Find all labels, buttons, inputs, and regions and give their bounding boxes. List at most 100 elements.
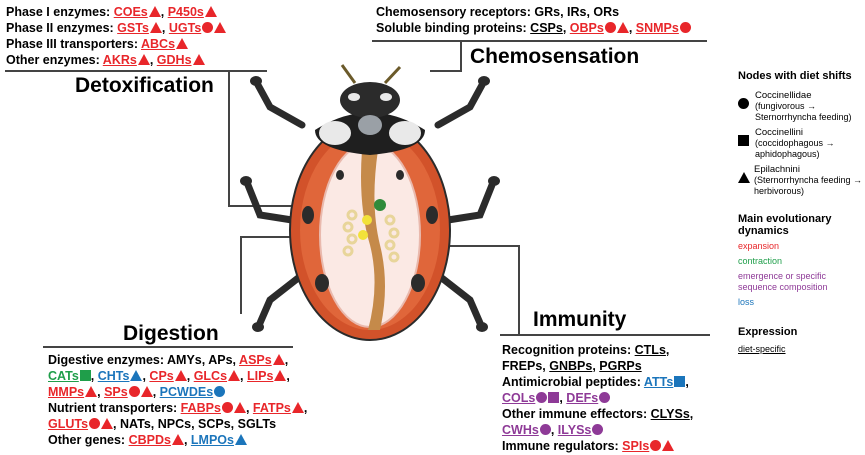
legend-emergence: emergence or specific sequence compositi… (738, 271, 828, 292)
glcs: GLCs (193, 369, 228, 383)
n1-name: Coccinellidae (755, 90, 812, 101)
triangle-icon (148, 6, 161, 17)
circle-icon (214, 386, 226, 397)
receptors-line: Chemosensory receptors: GRs, IRs, ORs (376, 5, 620, 19)
phase3-line: Phase III transporters: ABCs (6, 36, 226, 52)
fabps: FABPs (180, 401, 221, 415)
enzymes-label: Digestive enzymes: AMYs, APs, (48, 353, 240, 367)
phase1-label: Phase I enzymes: (6, 5, 114, 19)
cps: CPs (149, 369, 174, 383)
p450s: P450s (167, 5, 204, 19)
circle-icon (539, 424, 551, 435)
other-enzymes-label: Other enzymes: (6, 53, 103, 67)
sps: SPs (104, 385, 128, 399)
legend-nodes-title: Nodes with diet shifts (738, 70, 852, 82)
triangle-icon (140, 386, 153, 397)
triangle-icon (101, 418, 114, 429)
legend-contraction: contraction (738, 256, 783, 266)
regulators-label: Immune regulators: (502, 439, 623, 453)
triangle-icon (204, 6, 217, 17)
clyss: CLYSs (650, 407, 690, 421)
triangle-icon (233, 402, 246, 413)
square-icon (674, 376, 686, 387)
detox-text: Phase I enzymes: COEs, P450s Phase II en… (6, 4, 227, 68)
fatps: FATPs (252, 401, 291, 415)
chts: CHTs (97, 369, 130, 383)
n2-name: Coccinellini (755, 127, 804, 138)
legend-diet-specific: diet-specific (738, 344, 786, 354)
triangle-icon (192, 54, 205, 65)
triangle-icon (228, 370, 241, 381)
immunity-title: Immunity (533, 308, 627, 331)
transporters-label: Nutrient transporters: (48, 401, 181, 415)
phase1-line: Phase I enzymes: COEs, P450s (6, 4, 226, 20)
cbpds: CBPDs (128, 433, 171, 447)
cats: CATs (48, 369, 79, 383)
square-icon (548, 392, 560, 403)
digestion-title: Digestion (123, 322, 219, 345)
phase2-line: Phase II enzymes: GSTs, UGTs (6, 20, 227, 36)
n3-desc: (Sternorrhyncha feeding → herbivorous) (754, 175, 863, 196)
circle-icon (679, 22, 691, 33)
circle-icon (738, 98, 749, 109)
sbp-label: Soluble binding proteins: (376, 21, 531, 35)
triangle-icon (272, 354, 285, 365)
pgrps: PGRPs (599, 359, 642, 373)
n2-desc: (coccidophagous → aphidophagous) (755, 138, 835, 159)
legend-dyn-title: Main evolutionary dynamics (738, 213, 832, 237)
atts: ATTs (643, 375, 674, 389)
legend: Nodes with diet shifts Coccinellidae(fun… (738, 70, 863, 355)
ugts: UGTs (168, 21, 202, 35)
triangle-icon (174, 370, 187, 381)
triangle-icon (274, 370, 287, 381)
circle-icon (536, 392, 548, 403)
mmps: MMPs (48, 385, 85, 399)
chemo-title: Chemosensation (470, 45, 640, 68)
triangle-icon (291, 402, 304, 413)
phase2-label: Phase II enzymes: (6, 21, 118, 35)
effectors-label: Other immune effectors: (502, 407, 651, 421)
gsts: GSTs (117, 21, 149, 35)
transporters-rest: NATs, NPCs, SCPs, SGLTs (120, 417, 277, 431)
circle-icon (599, 392, 611, 403)
triangle-icon (662, 440, 675, 451)
lmpos: LMPOs (190, 433, 234, 447)
square-icon (79, 370, 91, 381)
cwhs: CWHs (502, 423, 539, 437)
triangle-icon (130, 370, 143, 381)
square-icon (738, 135, 749, 146)
ctls: CTLs (634, 343, 666, 357)
legend-loss: loss (738, 297, 755, 307)
gdhs: GDHs (156, 53, 192, 67)
coes: COEs (113, 5, 148, 19)
gnbps: GNBPs (549, 359, 593, 373)
spis: SPIs (622, 439, 650, 453)
triangle-icon (234, 434, 247, 445)
defs: DEFs (566, 391, 599, 405)
csps: CSPs (530, 21, 563, 35)
n1-desc: (fungivorous → Sternorrhyncha feeding) (755, 101, 852, 122)
gluts: GLUTs (48, 417, 89, 431)
circle-icon (650, 440, 662, 451)
legend-expr-title: Expression (738, 326, 798, 338)
legend-node-1: Coccinellidae(fungivorous → Sternorrhync… (738, 90, 863, 123)
pcwdes: PCWDEs (159, 385, 214, 399)
circle-icon (128, 386, 140, 397)
circle-icon (604, 22, 616, 33)
abcs: ABCs (141, 37, 176, 51)
chemo-text: Chemosensory receptors: GRs, IRs, ORs So… (376, 4, 691, 36)
recog-label: Recognition proteins: (502, 343, 635, 357)
other-genes-label: Other genes: (48, 433, 129, 447)
triangle-icon (85, 386, 98, 397)
circle-icon (202, 22, 214, 33)
detox-title: Detoxification (75, 74, 214, 97)
other-enzymes-line: Other enzymes: AKRs, GDHs (6, 52, 226, 68)
immunity-text: Recognition proteins: CTLs, FREPs, GNBPs… (502, 343, 694, 453)
snmps: SNMPs (635, 21, 679, 35)
sbp-line: Soluble binding proteins: CSPs, OBPs, SN… (376, 20, 691, 36)
ladybug-illustration (240, 64, 500, 341)
asps: ASPs (239, 353, 272, 367)
triangle-icon (149, 22, 162, 33)
triangle-icon (171, 434, 184, 445)
obps: OBPs (569, 21, 604, 35)
